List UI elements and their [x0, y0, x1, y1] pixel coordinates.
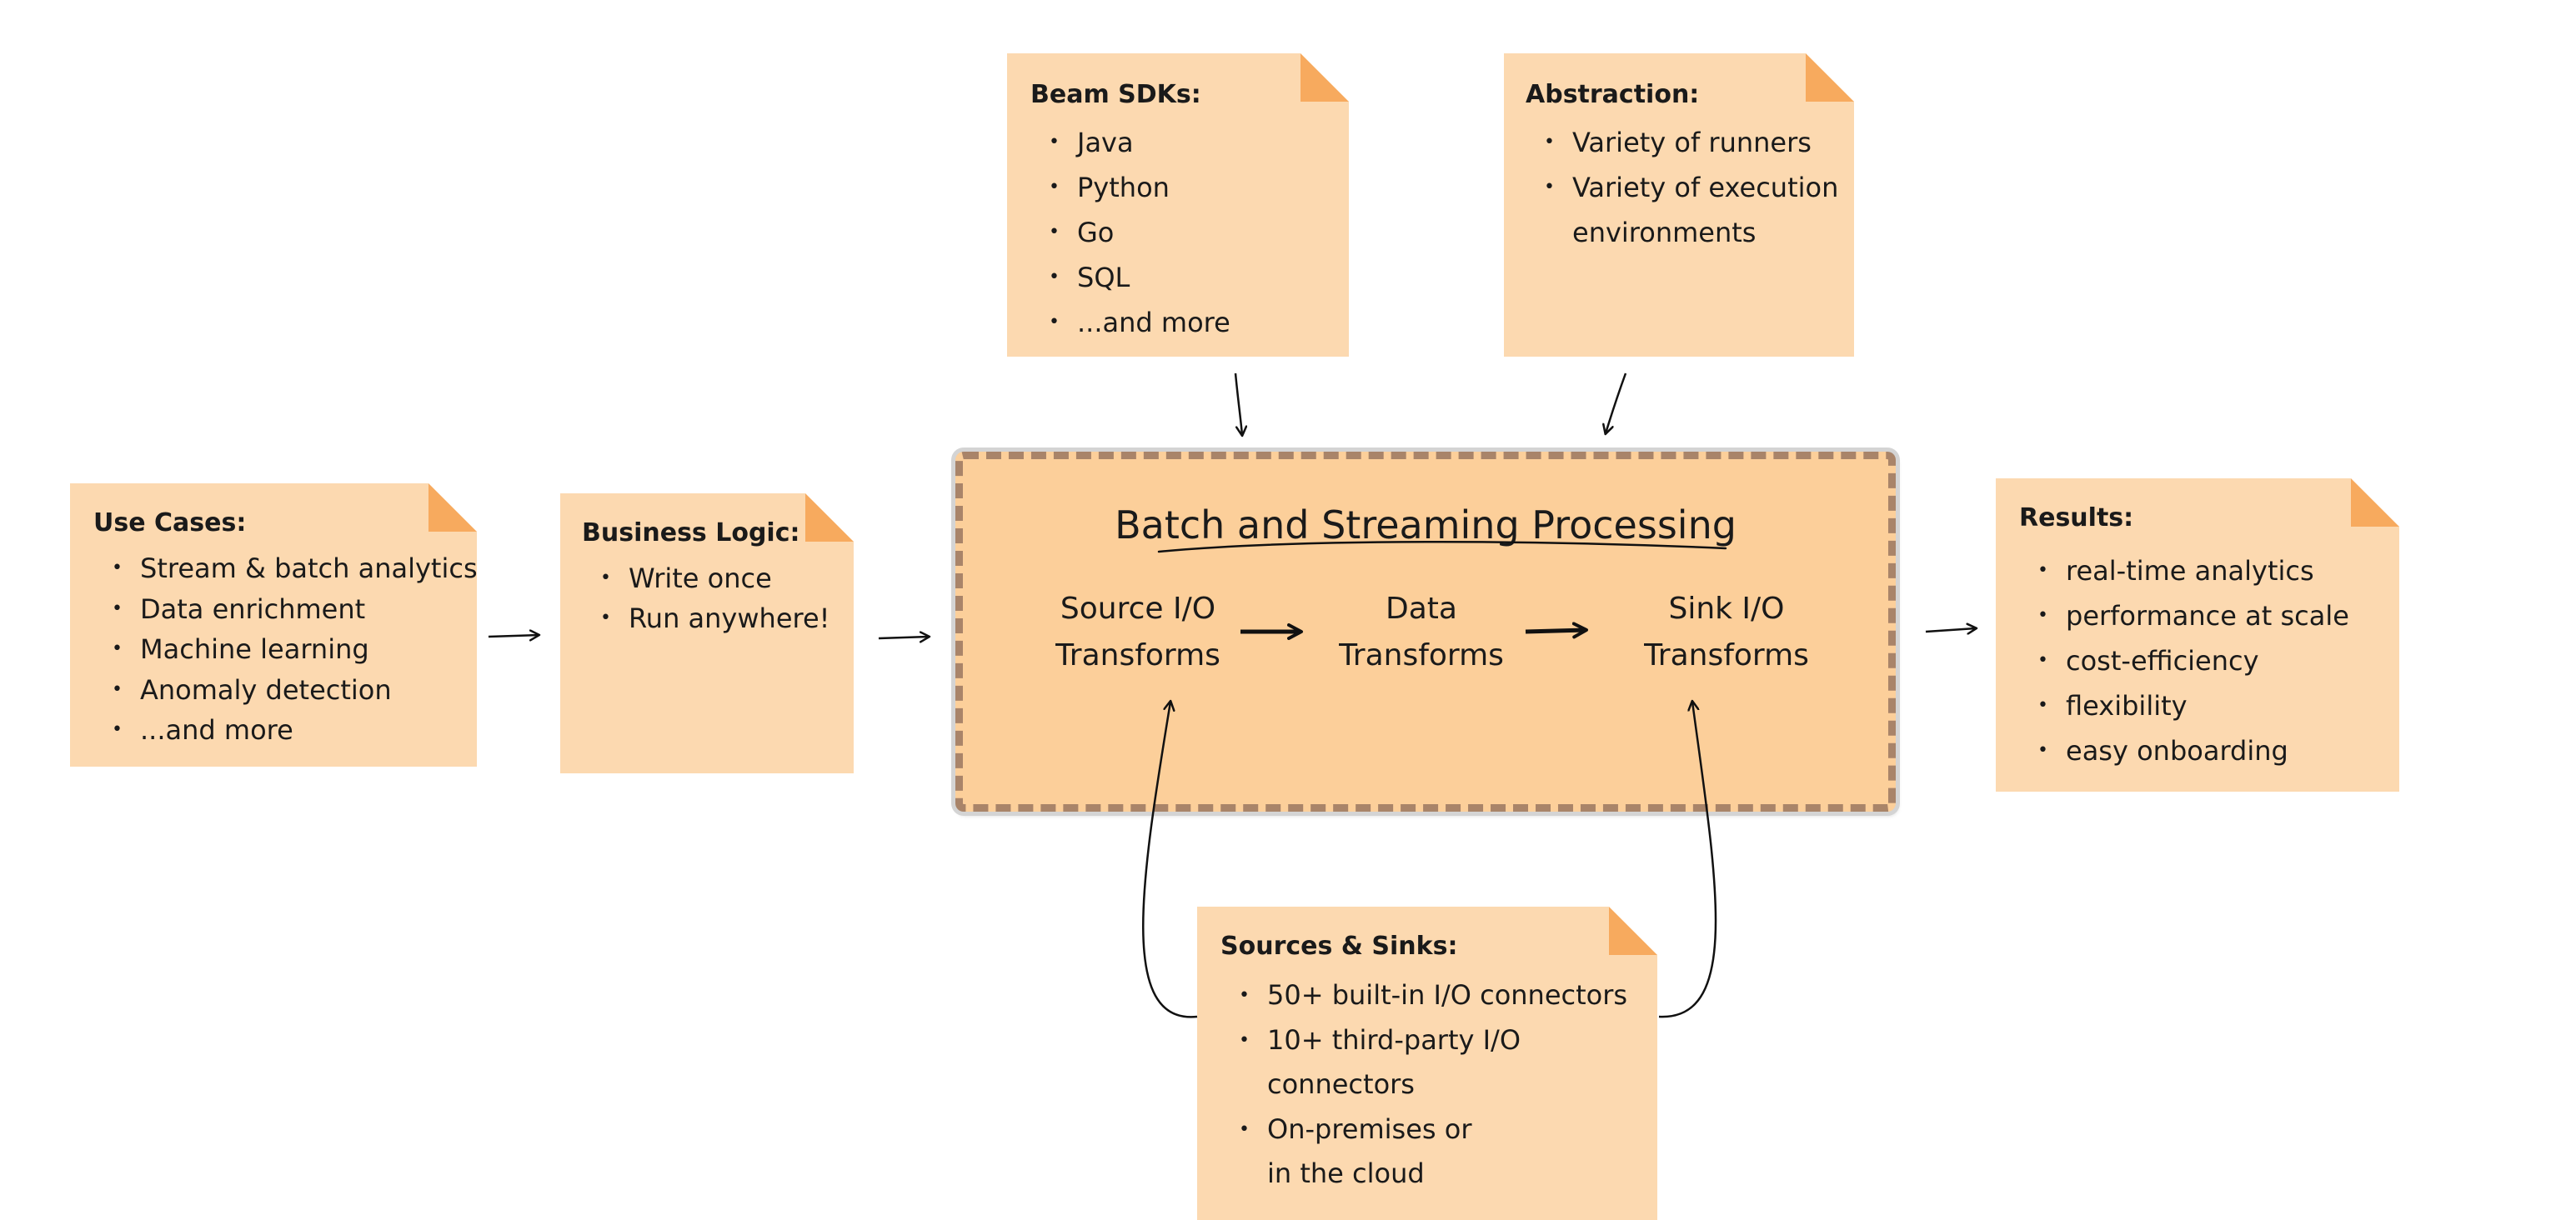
abstraction-title: Abstraction: [1526, 80, 1700, 109]
note-fold-icon [1609, 907, 1657, 955]
list-item: Go [1030, 210, 1230, 255]
arrow-business-logic-to-processing [878, 637, 929, 638]
stage-label-line: Transforms [1644, 638, 1809, 672]
source-io-transforms-stage: Source I/O Transforms [1021, 586, 1255, 679]
business-logic-title: Business Logic: [582, 518, 800, 548]
main-title: Batch and Streaming Processing [1115, 502, 1737, 548]
beam-sdks-title: Beam SDKs: [1030, 80, 1201, 109]
note-fold-icon [428, 483, 477, 532]
business-logic-list: Write once Run anywhere! [582, 558, 829, 638]
arrow-beam-sdks-to-processing [1234, 372, 1242, 435]
list-item: Python [1030, 165, 1230, 210]
results-list: real-time analytics performance at scale… [2019, 548, 2349, 773]
sink-io-transforms-stage: Sink I/O Transforms [1610, 586, 1843, 679]
list-item: Machine learning [93, 629, 478, 670]
note-fold-icon [1806, 53, 1854, 102]
stage-label-line: Transforms [1055, 638, 1220, 672]
list-item: Java [1030, 120, 1230, 165]
list-item: 10+ third-party I/O connectors [1220, 1018, 1627, 1108]
list-item: Stream & batch analytics [93, 548, 478, 589]
note-fold-icon [805, 493, 854, 542]
list-item: easy onboarding [2019, 728, 2349, 773]
list-item: Variety of execution environments [1526, 165, 1838, 255]
list-item: real-time analytics [2019, 548, 2349, 593]
list-item: performance at scale [2019, 593, 2349, 638]
list-item-line: 50+ built-in I/O connectors [1267, 979, 1628, 1011]
list-item: ...and more [93, 710, 478, 751]
list-item: Run anywhere! [582, 598, 829, 638]
results-note: Results: real-time analytics performance… [1996, 478, 2399, 792]
stage-label-line: Transforms [1339, 638, 1504, 672]
note-fold-icon [2351, 478, 2399, 527]
abstraction-note: Abstraction: Variety of runners Variety … [1504, 53, 1854, 357]
list-item: Write once [582, 558, 829, 598]
list-item-line: On-premises or [1267, 1112, 1472, 1145]
list-item-line: Variety of execution [1572, 172, 1839, 203]
list-item: cost-efficiency [2019, 638, 2349, 683]
list-item: On-premises or in the cloud [1220, 1108, 1627, 1197]
sources-sinks-note: Sources & Sinks: 50+ built-in I/O connec… [1197, 907, 1657, 1220]
list-item-line: in the cloud [1267, 1158, 1425, 1189]
list-item: Variety of runners [1526, 120, 1838, 165]
arrow-abstraction-to-processing [1606, 372, 1627, 433]
list-item: flexibility [2019, 683, 2349, 728]
abstraction-list: Variety of runners Variety of execution … [1526, 120, 1838, 255]
arrow-processing-to-results [1925, 628, 1976, 632]
stage-label-line: Source I/O [1060, 592, 1216, 626]
list-item-line: connectors [1267, 1068, 1415, 1100]
list-item: Anomaly detection [93, 670, 478, 711]
list-item: 50+ built-in I/O connectors [1220, 973, 1627, 1018]
list-item-line: Variety of runners [1572, 127, 1812, 158]
sources-sinks-list: 50+ built-in I/O connectors 10+ third-pa… [1220, 973, 1627, 1197]
results-title: Results: [2019, 503, 2134, 532]
stage-label-line: Data [1386, 592, 1457, 626]
list-item: SQL [1030, 255, 1230, 300]
use-cases-title: Use Cases: [93, 508, 247, 538]
sources-sinks-title: Sources & Sinks: [1220, 932, 1458, 961]
list-item-line: environments [1572, 217, 1757, 248]
use-cases-note: Use Cases: Stream & batch analytics Data… [70, 483, 477, 767]
use-cases-list: Stream & batch analytics Data enrichment… [93, 548, 478, 751]
batch-streaming-processing-box: Batch and Streaming Processing Source I/… [955, 452, 1896, 812]
list-item: Data enrichment [93, 589, 478, 630]
list-item-line: 10+ third-party I/O [1267, 1023, 1521, 1056]
beam-sdks-list: Java Python Go SQL ...and more [1030, 120, 1230, 345]
data-transforms-stage: Data Transforms [1305, 586, 1538, 679]
arrow-use-cases-to-business-logic [488, 635, 539, 637]
note-fold-icon [1301, 53, 1349, 102]
beam-sdks-note: Beam SDKs: Java Python Go SQL ...and mor… [1007, 53, 1349, 357]
stage-label-line: Sink I/O [1668, 592, 1785, 626]
business-logic-note: Business Logic: Write once Run anywhere! [560, 493, 854, 773]
list-item: ...and more [1030, 300, 1230, 345]
